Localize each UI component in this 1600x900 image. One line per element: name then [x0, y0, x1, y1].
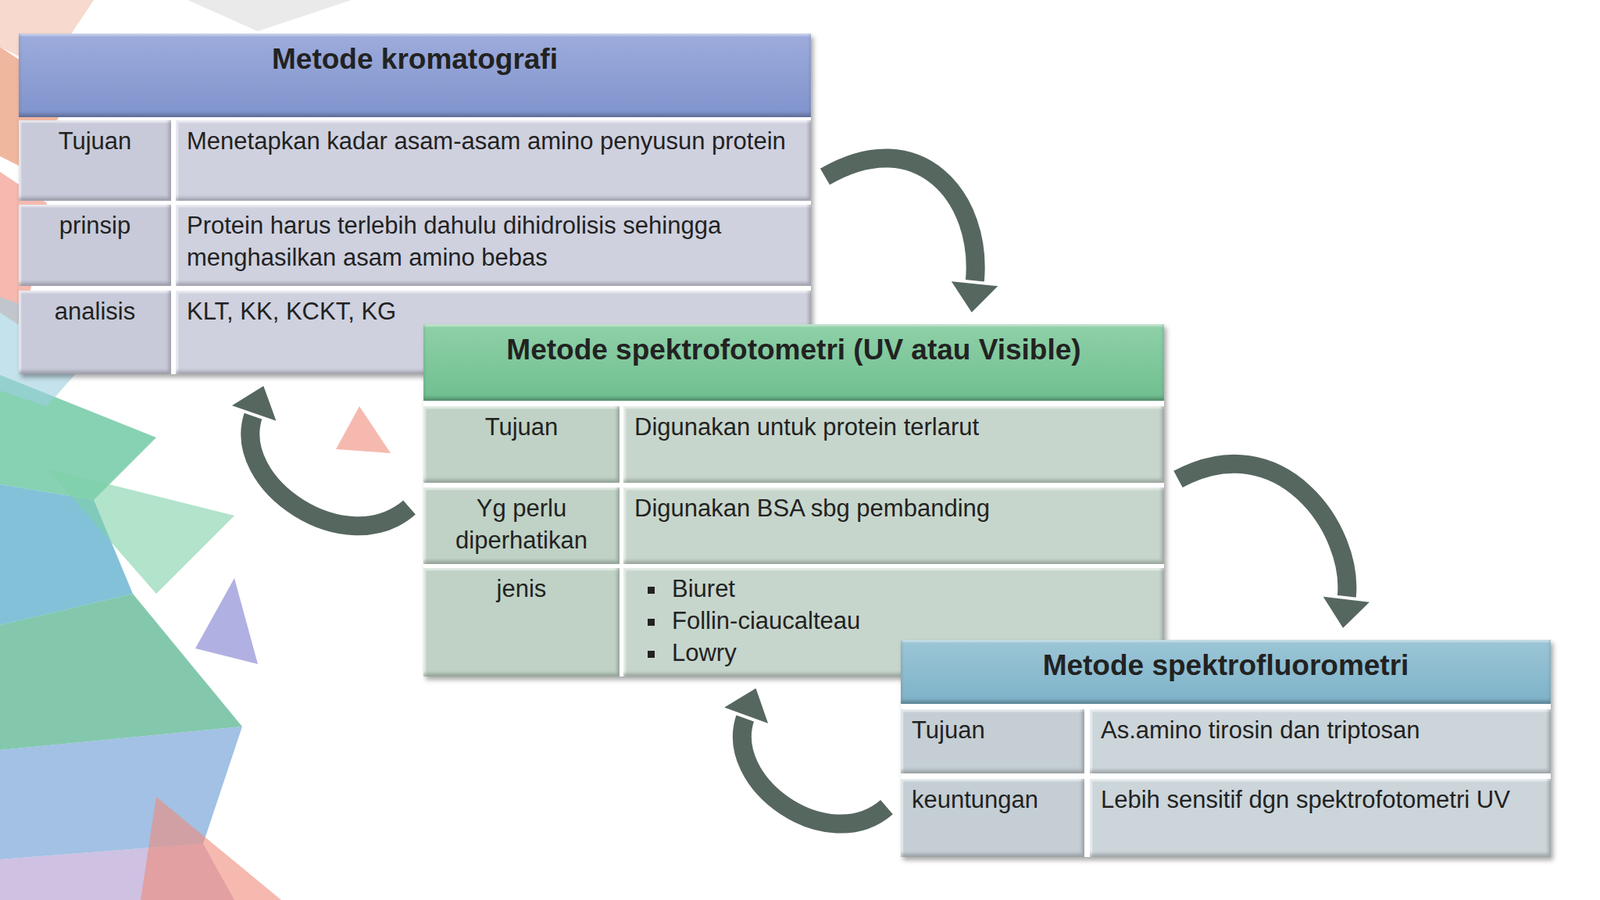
cell-text: Digunakan untuk protein terlarut	[634, 413, 979, 441]
cell-text: Menetapkan kadar asam-asam amino penyusu…	[186, 127, 786, 155]
row-label: analisis	[54, 297, 136, 325]
cell-text: As.amino tirosin dan triptosan	[1100, 716, 1420, 744]
bullet-item: Biuret	[667, 572, 1154, 605]
arrow-outline	[250, 414, 410, 527]
arrow-outline	[742, 717, 887, 825]
table-cell: Tujuan	[900, 709, 1085, 774]
table-cell: analisis	[18, 290, 172, 375]
table-cell: Lebih sensitif dgn spektrofotometri UV	[1089, 778, 1551, 858]
arrow-body	[825, 157, 976, 283]
arrow-outline	[1178, 464, 1347, 598]
arrow-head	[228, 383, 279, 424]
arrow-head	[948, 279, 1002, 315]
bg-shard	[195, 578, 258, 665]
row-label: prinsip	[59, 211, 131, 240]
table-cell: Protein harus terlebih dahulu dihidrolis…	[175, 204, 811, 286]
row-label: Tujuan	[485, 413, 559, 441]
bg-shard	[46, 468, 235, 594]
cell-text: KLT, KK, KCKT, KG	[186, 297, 397, 325]
arrow-body	[742, 717, 887, 825]
table-cell: Tujuan	[423, 406, 620, 483]
table-cell: jenis	[423, 567, 620, 677]
table-title: Metode spektrofotometri (UV atau Visible…	[506, 333, 1081, 367]
table-cell: Menetapkan kadar asam-asam amino penyusu…	[175, 120, 811, 201]
table-cell: Tujuan	[18, 120, 172, 201]
arrow-body	[1178, 464, 1347, 598]
method-table: Metode spektrofluorometriTujuan As.amino …	[900, 639, 1551, 858]
cell-text: Tujuan	[911, 716, 986, 744]
table-cell: Digunakan untuk protein terlarut	[623, 406, 1165, 483]
curved-arrow	[720, 685, 887, 825]
table-header: Metode kromatografi	[18, 33, 811, 118]
bg-shard	[335, 406, 391, 454]
cell-text: Lebih sensitif dgn spektrofotometri UV	[1100, 785, 1511, 814]
table-title: Metode kromatografi	[271, 42, 558, 76]
row-label: jenis	[496, 575, 547, 603]
cell-text: Protein harus terlebih dahulu dihidrolis…	[186, 211, 722, 272]
row-label: Yg perlu diperhatikan	[455, 494, 588, 554]
table-title: Metode spektrofluorometri	[1042, 649, 1410, 683]
bullet-item: Follin-ciaucalteau	[667, 604, 1154, 637]
bg-shard	[140, 796, 282, 900]
bg-shard	[0, 593, 243, 750]
bg-shard	[187, 0, 352, 32]
curved-arrow	[1178, 464, 1373, 631]
arrow-head	[720, 685, 771, 726]
table-cell: prinsip	[18, 204, 172, 286]
table-header: Metode spektrofotometri (UV atau Visible…	[423, 324, 1165, 401]
cell-text: keuntungan	[911, 785, 1039, 814]
table-cell: Yg perlu diperhatikan	[423, 487, 620, 565]
method-table: Metode kromatografiTujuan Menetapkan kada…	[18, 33, 811, 375]
cell-text: Digunakan BSA sbg pembanding	[634, 494, 990, 522]
table-header: Metode spektrofluorometri	[900, 639, 1551, 704]
arrow-body	[250, 414, 410, 527]
arrow-outline	[825, 157, 976, 283]
curved-arrow	[825, 157, 1002, 315]
row-label: Tujuan	[58, 127, 133, 155]
curved-arrow	[228, 383, 410, 526]
table-cell: keuntungan	[900, 778, 1085, 858]
arrow-head	[1320, 594, 1374, 631]
table-cell: Digunakan BSA sbg pembanding	[623, 487, 1165, 565]
table-cell: As.amino tirosin dan triptosan	[1089, 709, 1551, 774]
method-table: Metode spektrofotometri (UV atau Visible…	[423, 324, 1165, 677]
